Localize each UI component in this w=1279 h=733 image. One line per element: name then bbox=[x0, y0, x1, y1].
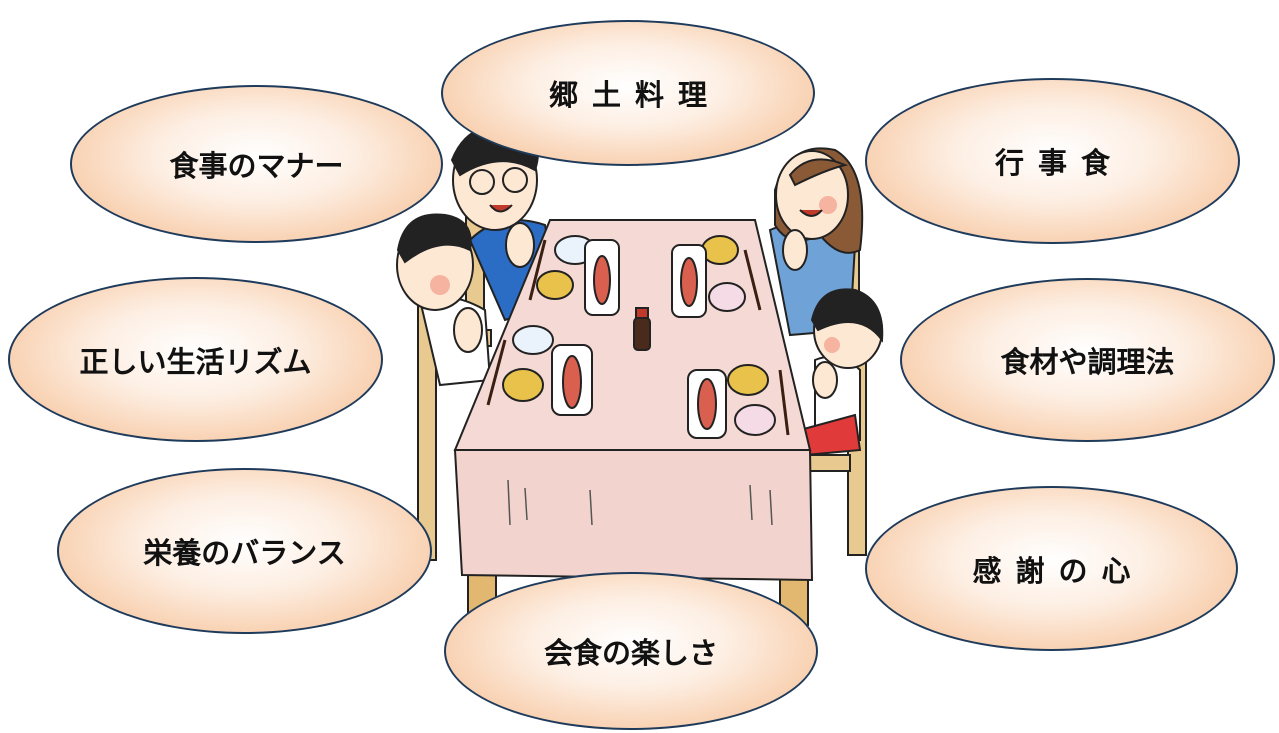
bubble-shokuzai-label: 食材や調理法 bbox=[1000, 345, 1175, 379]
bubble-tadashii-rhythm-label: 正しい生活リズム bbox=[79, 344, 312, 379]
bubble-gyoji-shoku: 行事食 bbox=[865, 78, 1240, 244]
bubble-kyodo-ryori-label: 郷土料理 bbox=[548, 78, 721, 112]
table-settings bbox=[486, 235, 790, 439]
bubble-shokuzai: 食材や調理法 bbox=[900, 278, 1275, 442]
bubble-eiyo-balance: 栄養のバランス bbox=[57, 468, 432, 634]
bubble-shokuji-manner-label: 食事のマナー bbox=[169, 149, 344, 183]
boy-figure bbox=[396, 213, 492, 387]
bubble-shokuji-manner: 食事のマナー bbox=[70, 85, 443, 243]
girl-figure bbox=[798, 288, 884, 457]
bubble-gyoji-shoku-label: 行事食 bbox=[994, 146, 1124, 180]
bubble-kaishoku: 会食の楽しさ bbox=[444, 572, 818, 730]
bubble-kansha-label: 感謝の心 bbox=[972, 553, 1145, 588]
bubble-tadashii-rhythm: 正しい生活リズム bbox=[8, 277, 383, 442]
bubble-kyodo-ryori: 郷土料理 bbox=[441, 20, 815, 166]
bubble-kansha: 感謝の心 bbox=[865, 486, 1238, 651]
bubble-kaishoku-label: 会食の楽しさ bbox=[543, 636, 718, 670]
bubble-eiyo-balance-label: 栄養のバランス bbox=[143, 536, 346, 570]
